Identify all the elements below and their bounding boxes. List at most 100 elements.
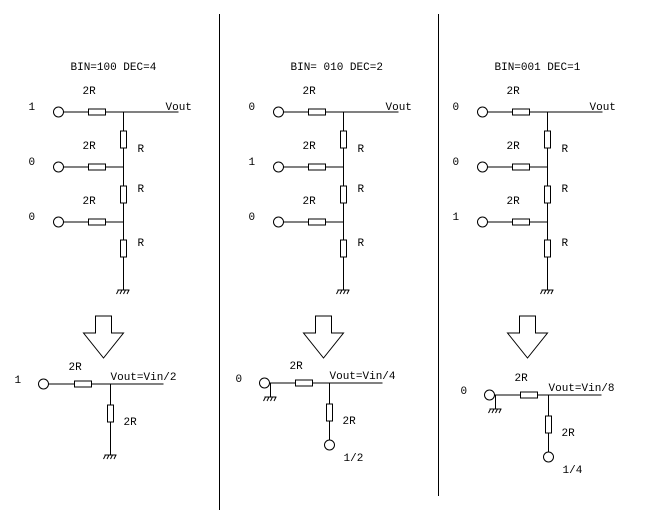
input-terminal	[477, 106, 488, 118]
panel-title: BIN= 010 DEC=2	[291, 62, 383, 74]
resistor-vertical	[120, 185, 127, 204]
ground-hatch	[540, 289, 543, 295]
resistor-vertical	[340, 239, 347, 258]
ground-symbol	[103, 454, 117, 460]
ground-hatch	[491, 408, 495, 414]
reduced-input-terminal	[484, 389, 495, 401]
resistor-horizontal	[88, 163, 106, 171]
reduced-shunt-end-label: 1/4	[563, 465, 583, 477]
shunt-resistor-label: R	[358, 144, 365, 156]
resistor-vertical	[326, 403, 333, 422]
ground-hatch	[126, 289, 130, 295]
reduced-shunt-label: 2R	[562, 428, 576, 440]
resistor-vertical	[544, 239, 551, 258]
resistor-vertical	[107, 404, 114, 423]
resistor-horizontal	[88, 218, 106, 226]
input-terminal	[273, 161, 284, 173]
input-bit-label: 0	[453, 102, 460, 114]
reduced-shunt-terminal	[324, 439, 335, 451]
input-terminal	[273, 106, 284, 118]
resistor-vertical	[544, 130, 551, 149]
resistor-horizontal	[88, 108, 106, 116]
resistor-horizontal	[295, 379, 313, 387]
reduced-series-label: 2R	[515, 373, 529, 385]
input-bit-label: 0	[29, 157, 36, 169]
input-terminal	[273, 216, 284, 228]
ground-hatch	[116, 289, 119, 295]
ground-hatch	[543, 289, 547, 295]
resistor-horizontal	[520, 391, 538, 399]
shunt-resistor-label: R	[138, 184, 145, 196]
series-resistor-label: 2R	[507, 141, 521, 153]
input-terminal	[53, 216, 64, 228]
vout-label: Vout	[166, 102, 192, 114]
reduced-input-label: 0	[236, 374, 243, 386]
panel-3: BIN=001 DEC=102R02R12RVoutRRR02RVout=Vin…	[453, 62, 616, 477]
resistor-horizontal	[308, 108, 326, 116]
series-resistor-label: 2R	[507, 86, 521, 98]
ground-hatch	[106, 454, 110, 460]
resistor-vertical	[545, 415, 552, 434]
input-terminal	[53, 106, 64, 118]
resistor-horizontal	[308, 163, 326, 171]
ground-hatch	[123, 289, 126, 295]
ground-hatch	[263, 396, 266, 402]
ground-hatch	[103, 454, 106, 460]
reduced-vout-label: Vout=Vin/4	[330, 371, 396, 383]
ground-hatch	[488, 408, 491, 414]
input-bit-label: 0	[249, 102, 256, 114]
ground-symbol	[336, 289, 350, 295]
shunt-resistor-label: R	[138, 238, 145, 250]
resistor-horizontal	[512, 163, 530, 171]
series-resistor-label: 2R	[303, 141, 317, 153]
reduced-input-label: 0	[461, 386, 468, 398]
panel-1: BIN=100 DEC=412R02R02RVoutRRR12RVout=Vin…	[15, 62, 192, 460]
down-arrow-icon	[82, 315, 125, 359]
input-bit-label: 1	[29, 102, 36, 114]
down-arrow-icon	[506, 315, 549, 359]
ground-hatch	[273, 396, 277, 402]
ground-hatch	[119, 289, 123, 295]
shunt-resistor-label: R	[562, 238, 569, 250]
reduced-input-terminal	[259, 377, 270, 389]
input-bit-label: 0	[453, 157, 460, 169]
resistor-horizontal	[74, 380, 92, 388]
shunt-resistor-label: R	[358, 184, 365, 196]
ground-hatch	[550, 289, 554, 295]
ground-symbol	[263, 396, 277, 402]
reduced-series-label: 2R	[69, 362, 83, 374]
input-terminal	[477, 216, 488, 228]
panel-title: BIN=100 DEC=4	[71, 62, 157, 74]
input-bit-label: 1	[249, 157, 256, 169]
resistor-vertical	[120, 130, 127, 149]
resistor-vertical	[340, 185, 347, 204]
ground-hatch	[270, 396, 273, 402]
resistor-vertical	[340, 130, 347, 149]
shunt-resistor-label: R	[358, 238, 365, 250]
panel-2: BIN= 010 DEC=202R12R02RVoutRRR02RVout=Vi…	[236, 62, 412, 465]
reduced-shunt-terminal	[543, 451, 554, 463]
ground-hatch	[266, 396, 270, 402]
resistor-vertical	[120, 239, 127, 258]
series-resistor-label: 2R	[83, 86, 97, 98]
series-resistor-label: 2R	[303, 196, 317, 208]
reduced-shunt-label: 2R	[343, 416, 357, 428]
shunt-resistor-label: R	[562, 184, 569, 196]
reduced-shunt-end-label: 1/2	[344, 453, 364, 465]
resistor-horizontal	[308, 218, 326, 226]
ground-symbol	[540, 289, 554, 295]
reduced-series-label: 2R	[290, 361, 304, 373]
reduced-input-terminal	[38, 378, 49, 390]
resistor-horizontal	[512, 218, 530, 226]
ground-hatch	[110, 454, 113, 460]
series-resistor-label: 2R	[303, 86, 317, 98]
input-bit-label: 0	[29, 212, 36, 224]
reduced-shunt-label: 2R	[124, 417, 138, 429]
panel-title: BIN=001 DEC=1	[495, 62, 581, 74]
vout-label: Vout	[386, 102, 412, 114]
down-arrow-icon	[302, 315, 345, 359]
ground-hatch	[498, 408, 502, 414]
series-resistor-label: 2R	[83, 141, 97, 153]
